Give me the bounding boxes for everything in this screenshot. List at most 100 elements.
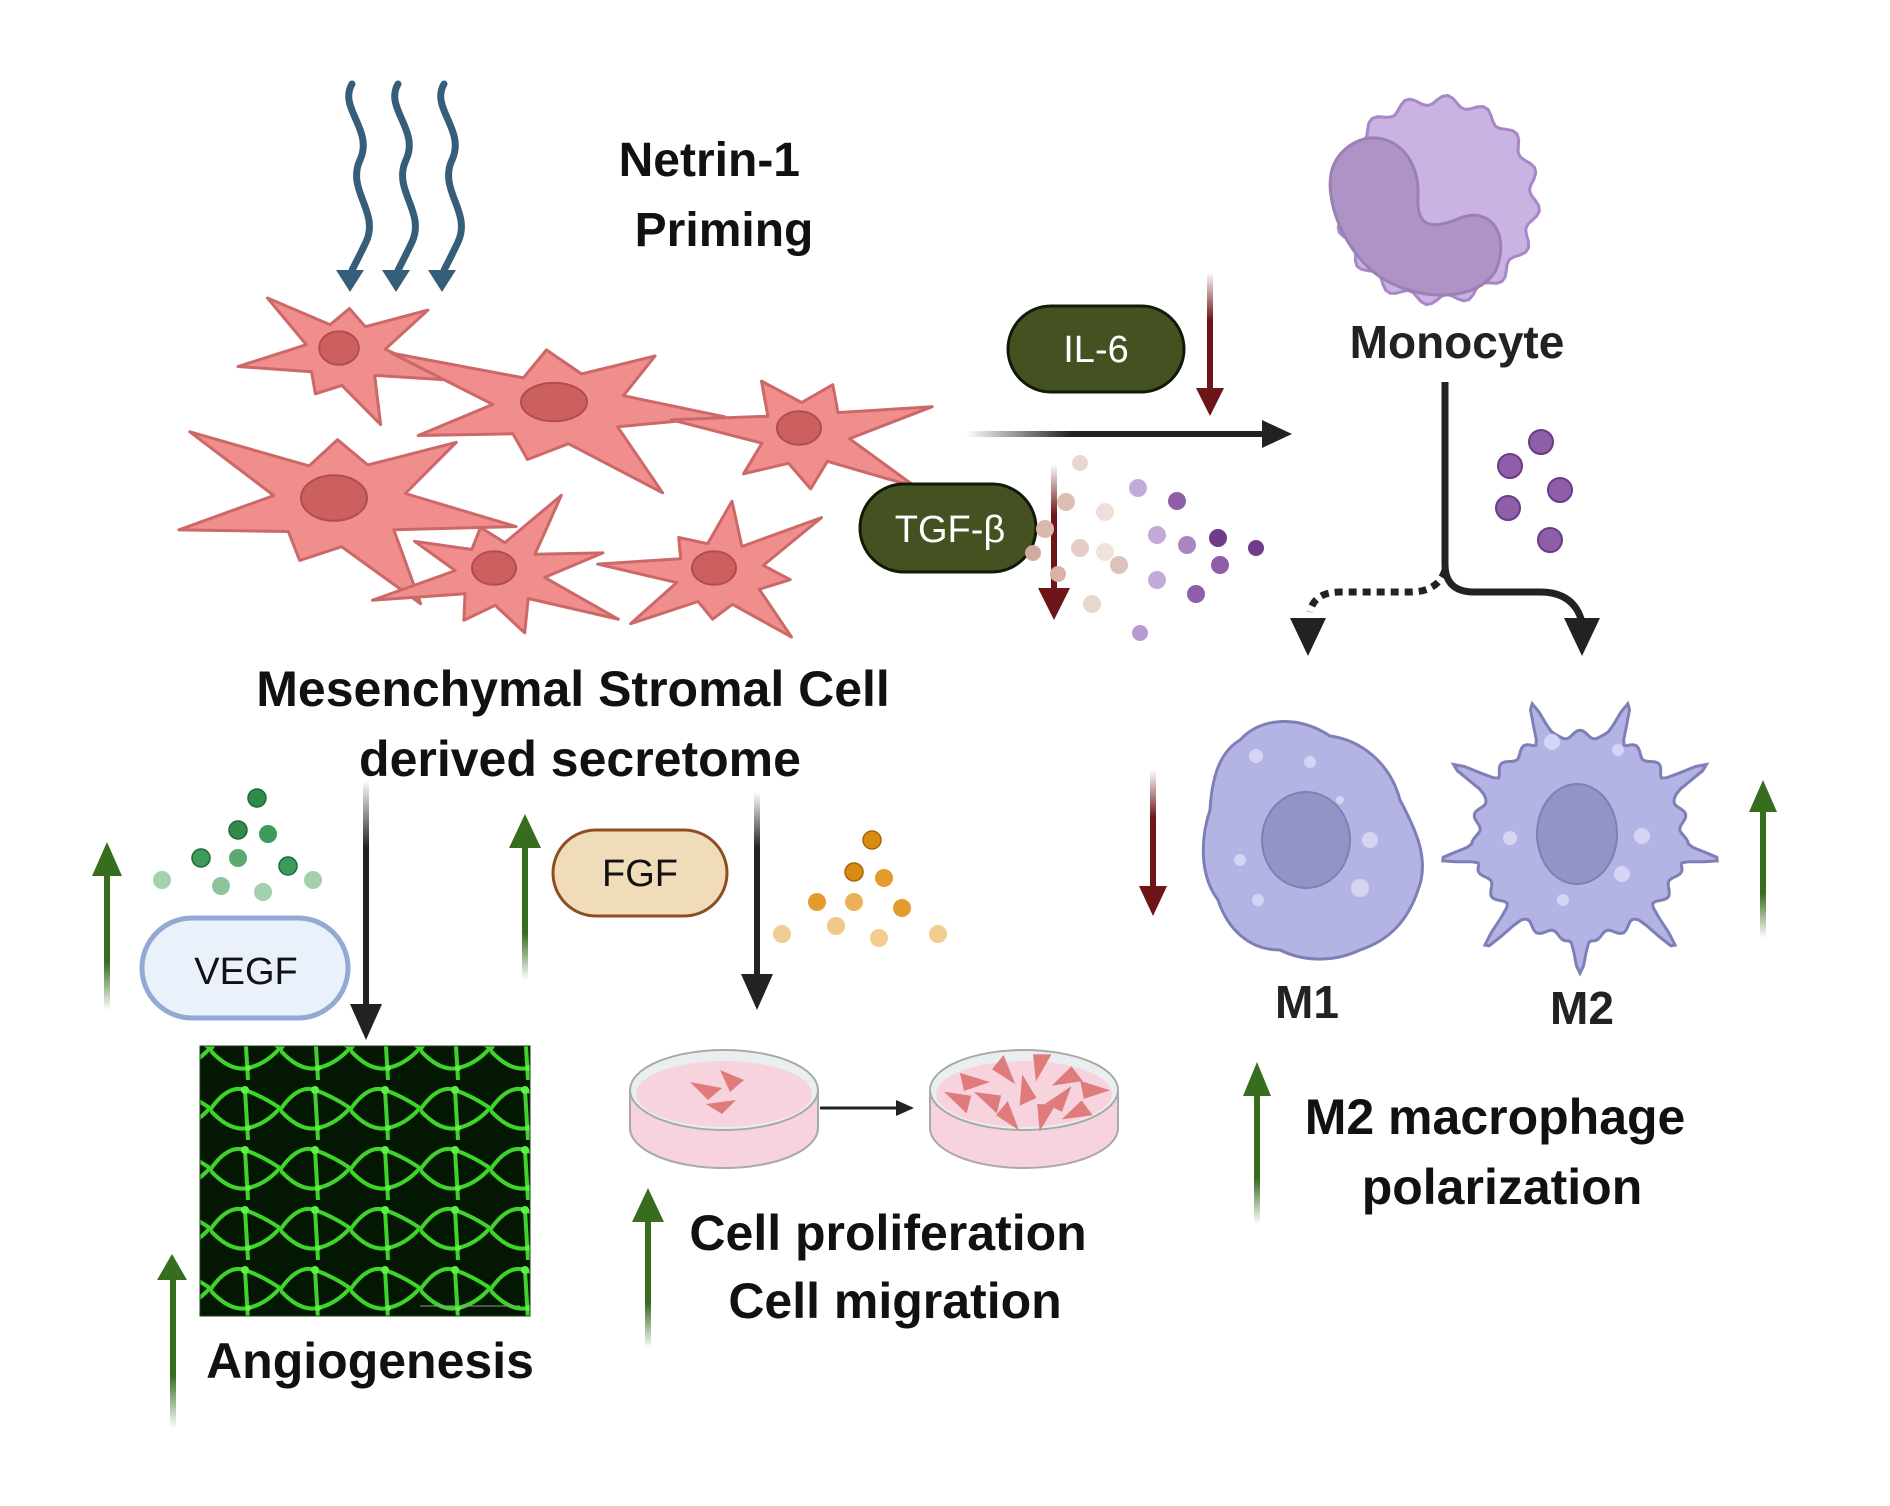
msc-nucleus [691,550,737,586]
dish-cell [973,1092,1002,1114]
msc-cell-cluster [177,296,934,639]
msc-label-line-1: Mesenchymal Stromal Cell [256,661,890,717]
priming-signal-icon [345,80,465,286]
monocyte-secretion-particles [1495,429,1573,553]
dish-cell [992,1055,1016,1085]
petri-dish-after [929,1049,1119,1169]
fgf-particles [773,830,947,947]
petri-dish-before [629,1049,819,1169]
msc-cell [596,499,823,639]
msc-nucleus [520,381,588,423]
vegf-particle [153,871,171,889]
msc-cell [236,296,457,427]
proliferation-line-1: Cell proliferation [689,1205,1086,1261]
vegf-particle [228,820,248,840]
msc-cell [390,348,727,495]
m2-polarization-label: M2 macrophage polarization [1305,1089,1700,1215]
cytokine-particle [1050,566,1066,582]
msc-nucleus [318,330,360,366]
monocyte-label: Monocyte [1350,316,1565,368]
cytokine-particle [1083,595,1101,613]
dish-cell [1037,1104,1056,1132]
fgf-particle [875,869,893,887]
m1-nucleus [1261,791,1351,889]
m2-nucleus [1536,783,1618,885]
cytokine-particle [1129,479,1147,497]
vegf-particle [254,883,272,901]
priming-arrowheads [336,270,456,292]
m2-macrophage-cell [1441,700,1719,977]
proliferation-arrow [820,1100,914,1116]
msc-cell [371,493,620,635]
fgf-particle [862,830,882,850]
cytokine-particle [1168,492,1186,510]
fgf-particle [893,899,911,917]
il6-down-arrow-icon [1196,272,1224,416]
vegf-particle [247,788,267,808]
fgf-particle [844,862,864,882]
dish-cell [1061,1100,1093,1120]
vegf-particle [212,877,230,895]
m2-up-arrow-icon [1749,780,1777,938]
cytokine-particle [1211,556,1229,574]
fgf-particle [808,893,826,911]
fgf-label: FGF [602,853,678,895]
vegf-badge: VEGF [139,915,351,1021]
title-line-2: Priming [635,204,814,257]
msc-cell [177,430,518,606]
cytokine-particle [1071,539,1089,557]
cytokine-particle [1036,520,1054,538]
cytokine-particle [1096,543,1114,561]
angiogenesis-micrograph [199,1045,531,1317]
cytokine-particle [1072,455,1088,471]
msc-nucleus [471,550,517,586]
dish-cell [996,1101,1019,1131]
vegf-particle [304,871,322,889]
fgf-particle [827,917,845,935]
cytokine-particle [1178,536,1196,554]
vegf-particle [191,848,211,868]
netrin-priming-title: Netrin-1 Priming [619,134,814,257]
il6-label: IL-6 [1063,329,1128,371]
m1-down-arrow-icon [1139,770,1167,916]
il6-badge: IL-6 [1006,304,1186,394]
m2-polarization-up-arrow-icon [1243,1062,1271,1224]
vegf-particles [153,788,322,901]
cytokine-particle [1148,526,1166,544]
to-m2-arrowhead [1564,618,1600,656]
proliferation-label: Cell proliferation Cell migration [689,1205,1100,1329]
msc-label-line-2: derived secretome [359,731,801,787]
cytokine-particle [1096,503,1114,521]
msc-secretome-label: Mesenchymal Stromal Cell derived secreto… [256,661,903,787]
dish-cell [1080,1080,1110,1099]
vegf-particle [229,849,247,867]
fgf-up-arrow-icon [509,814,541,980]
fgf-particle [870,929,888,947]
dish-cell [960,1073,990,1091]
vegf-up-arrow-icon [92,842,122,1010]
angiogenesis-label: Angiogenesis [206,1333,534,1389]
msc-cell [670,379,934,491]
cytokine-particle [1187,585,1205,603]
fgf-badge: FGF [551,828,729,918]
flow-arrow-to-angiogenesis [350,780,382,1040]
msc-nucleus [300,474,368,522]
cytokine-particle [1148,571,1166,589]
vegf-particle [259,825,277,843]
proliferation-line-2: Cell migration [728,1273,1061,1329]
fgf-particle [845,893,863,911]
monocyte-cell [1328,93,1541,307]
tgfb-label: TGF-β [895,509,1006,551]
cytokine-particle [1110,556,1128,574]
flow-arrow-to-proliferation [741,792,773,1010]
to-m1-arrowhead [1290,618,1326,656]
vegf-label: VEGF [194,951,297,993]
msc-nucleus [776,410,822,446]
dish-cell [1033,1054,1052,1082]
cytokine-particles [1025,455,1264,641]
flow-arrow-to-monocyte [966,420,1292,448]
cytokine-particle [1025,545,1041,561]
dish-cell [1051,1066,1083,1086]
m2-polarization-line-1: M2 macrophage [1305,1089,1686,1145]
